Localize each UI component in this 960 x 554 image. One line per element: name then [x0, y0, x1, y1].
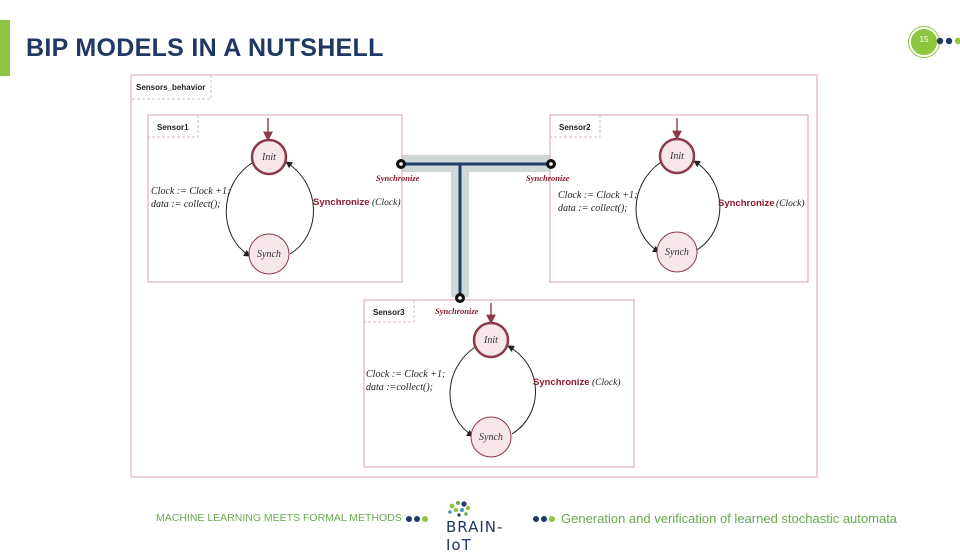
- sensor1-port-label: Synchronize: [376, 173, 420, 183]
- accent-bar: [0, 20, 10, 76]
- footer-dots-left-icon: [406, 516, 428, 522]
- sensor3-component: Sensor3 Init Synch Clock := Clock +1; da…: [363, 293, 635, 468]
- brain-iot-logo-icon: [448, 501, 471, 517]
- sensor3-synch-label: Synch: [479, 432, 503, 443]
- sensor3-action-2: data :=collect();: [366, 382, 433, 393]
- footer-left-text: MACHINE LEARNING MEETS FORMAL METHODS: [156, 512, 402, 524]
- sensor1-component: Sensor1 Init Synch Clock := Clock +1; da…: [147, 114, 420, 283]
- sensor3-transition-label: Synchronize: [533, 377, 590, 388]
- outer-label-box: [130, 74, 212, 100]
- sensor3-synch-state: [470, 416, 512, 458]
- sensor1-transition-param: (Clock): [372, 197, 401, 208]
- sensor2-transition-param: (Clock): [776, 198, 805, 209]
- sensor3-init-state: [472, 321, 510, 359]
- sensor2-component: Sensor2 Init Synch Clock := Clock +1; da…: [526, 114, 809, 283]
- sensor2-name: Sensor2: [559, 123, 591, 132]
- footer-right-text: Generation and verification of learned s…: [561, 511, 898, 526]
- sensor2-action-2: data := collect();: [558, 203, 628, 214]
- footer-dots-right-icon: [533, 516, 555, 522]
- sensor1-action-2: data := collect();: [151, 199, 221, 210]
- page-number: 15: [919, 35, 929, 44]
- sensor2-init-label: Init: [669, 151, 684, 162]
- sensor3-name: Sensor3: [373, 308, 405, 317]
- sensor3-transition-param: (Clock): [592, 377, 621, 388]
- sensor1-init-label: Init: [261, 152, 276, 163]
- sensor2-synch-label: Synch: [665, 247, 689, 258]
- sensor2-port-label: Synchronize: [526, 173, 570, 183]
- sensor2-transition-label: Synchronize: [718, 198, 775, 209]
- sensor1-synch-state: [248, 233, 290, 275]
- sensor2-action-1: Clock := Clock +1;: [558, 190, 637, 201]
- sensor3-port-label: Synchronize: [435, 306, 479, 316]
- sensor1-init-state: [250, 138, 288, 176]
- logo-text: BRAIN-IoT: [446, 518, 504, 554]
- page-number-badge: 15: [909, 27, 939, 57]
- badge-dots-icon: [936, 37, 960, 45]
- sensor2-init-state: [658, 137, 696, 175]
- outer-label: Sensors_behavior: [136, 83, 205, 92]
- sensor1-synch-label: Synch: [257, 249, 281, 260]
- sensor3-init-label: Init: [483, 335, 498, 346]
- bip-diagram: Sensors_behavior Sensor1 Init Synch Cloc…: [130, 74, 818, 478]
- sensor1-action-1: Clock := Clock +1;: [151, 186, 230, 197]
- sensor2-synch-state: [656, 231, 698, 273]
- outer-compound-box: [130, 74, 818, 478]
- connector: [400, 155, 552, 298]
- brain-iot-logo: BRAIN-IoT: [438, 498, 528, 554]
- sensor1-name: Sensor1: [157, 123, 189, 132]
- sensor1-transition-label: Synchronize: [313, 197, 370, 208]
- sensor3-action-1: Clock := Clock +1;: [366, 369, 445, 380]
- slide-title: BIP MODELS IN A NUTSHELL: [26, 34, 384, 62]
